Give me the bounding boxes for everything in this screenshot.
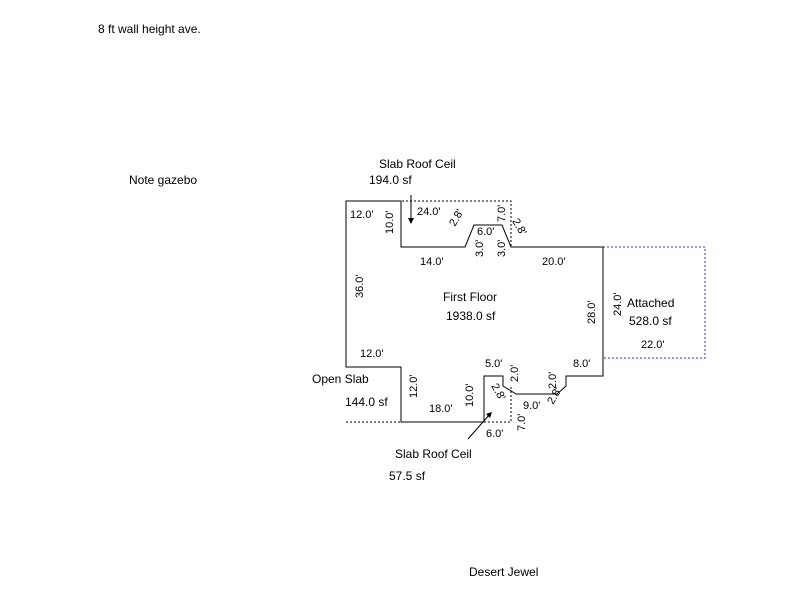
dim-24-attached: 24.0' [612,292,624,316]
dim-14: 14.0' [420,256,444,268]
dim-2-8-b: 2.8' [509,217,528,238]
dim-7-low: 7.0' [516,414,528,431]
dim-12-low: 12.0' [408,374,420,398]
dim-10-low: 10.0' [464,383,476,407]
attached-area: 528.0 sf [629,314,672,328]
slab-roof-top-outline [346,200,512,247]
slab-roof-top-arrow [408,195,414,224]
dim-2-8-a: 2.8' [447,207,466,228]
wall-height-note: 8 ft wall height ave. [98,22,201,36]
slab-roof-bottom-name: Slab Roof Ceil [395,447,472,461]
slab-roof-bottom-outline [484,386,512,423]
open-slab-name: Open Slab [312,372,369,386]
dim-36: 36.0' [354,274,366,298]
dim-6-top: 6.0' [477,226,494,238]
first-floor-area: 1938.0 sf [446,309,496,323]
dim-8: 8.0' [573,358,590,370]
attached-outline [603,246,706,359]
slab-roof-top-name: Slab Roof Ceil [379,157,456,171]
dim-7-top: 7.0' [496,205,508,222]
dim-5: 5.0' [485,358,502,370]
dim-3-b: 3.0' [496,240,508,257]
dim-9: 9.0' [523,400,540,412]
dim-10-top: 10.0' [384,210,396,234]
footer-label: Desert Jewel [469,565,538,579]
dim-24-top: 24.0' [417,206,441,218]
dim-6-low: 6.0' [486,428,503,440]
dim-2-8-c: 2.8' [488,382,507,403]
dim-2-b: 2.0' [547,372,559,389]
dim-3-a: 3.0' [474,240,486,257]
dim-22-attached: 22.0' [641,339,665,351]
dim-2-a: 2.0' [509,365,521,382]
dim-12-top: 12.0' [350,209,374,221]
slab-roof-top-area: 194.0 sf [369,173,412,187]
dim-28: 28.0' [586,300,598,324]
attached-name: Attached [627,296,674,310]
first-floor-outline [345,200,604,423]
dim-20: 20.0' [542,256,566,268]
slab-roof-bottom-pointer [467,412,492,440]
gazebo-note: Note gazebo [129,173,197,187]
open-slab-area: 144.0 sf [345,395,388,409]
dim-12-mid: 12.0' [360,348,384,360]
dim-18: 18.0' [429,403,453,415]
first-floor-name: First Floor [443,290,497,304]
slab-roof-bottom-area: 57.5 sf [389,469,426,483]
